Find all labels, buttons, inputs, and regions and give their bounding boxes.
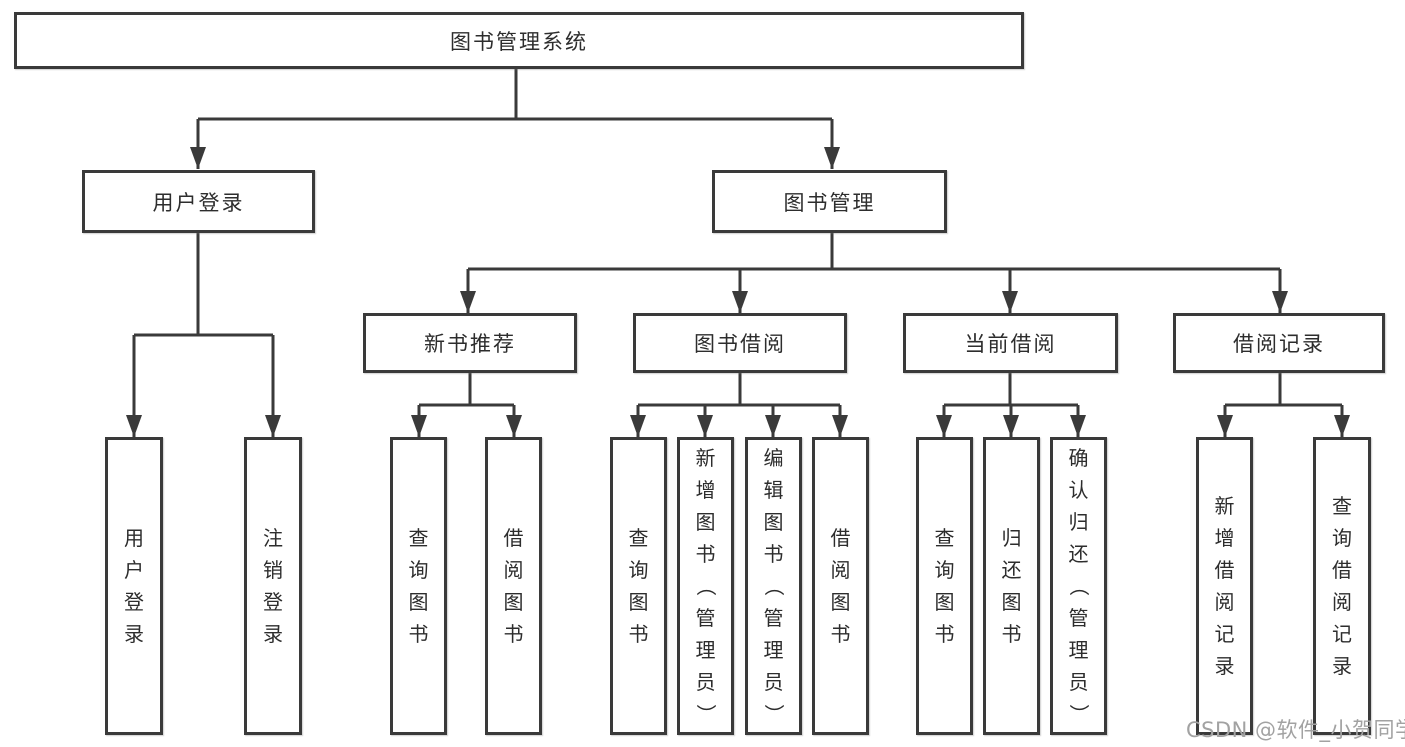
connector-book-mgmt-to-level3 — [460, 233, 1288, 313]
leaf-user-login: 用户登录 — [105, 437, 163, 735]
leaf-logout: 注销登录 — [244, 437, 302, 735]
leaf-current-return-books: 归还图书 — [983, 437, 1040, 735]
node-book-management: 图书管理 — [712, 170, 947, 233]
leaf-current-query-books: 查询图书 — [916, 437, 973, 735]
leaf-recommend-query-books: 查询图书 — [390, 437, 447, 735]
node-borrow-records: 借阅记录 — [1173, 313, 1385, 373]
leaf-recommend-borrow-books: 借阅图书 — [485, 437, 542, 735]
leaf-borrow-query-books: 查询图书 — [610, 437, 667, 735]
connector-new-book-children — [411, 373, 522, 437]
connector-current-borrow-children — [936, 373, 1086, 437]
csdn-watermark: CSDN @软件_小贺同学 — [1186, 718, 1405, 742]
connector-user-login-children — [126, 233, 281, 437]
leaf-borrow-borrow-books: 借阅图书 — [812, 437, 869, 735]
node-user-login: 用户登录 — [82, 170, 315, 233]
node-current-borrow: 当前借阅 — [903, 313, 1118, 373]
connector-root-to-level2 — [190, 69, 840, 169]
leaf-records-add-record: 新增借阅记录 — [1196, 437, 1253, 735]
node-system-root: 图书管理系统 — [14, 12, 1024, 69]
leaf-current-confirm-return-admin: 确认归还（管理员） — [1050, 437, 1107, 735]
leaf-borrow-edit-books-admin: 编辑图书（管理员） — [745, 437, 802, 735]
node-book-borrow: 图书借阅 — [633, 313, 847, 373]
leaf-records-query-record: 查询借阅记录 — [1313, 437, 1371, 735]
connector-book-borrow-children — [630, 373, 848, 437]
leaf-borrow-add-books-admin: 新增图书（管理员） — [677, 437, 734, 735]
connector-borrow-records-children — [1217, 373, 1350, 437]
node-new-book-recommend: 新书推荐 — [363, 313, 577, 373]
